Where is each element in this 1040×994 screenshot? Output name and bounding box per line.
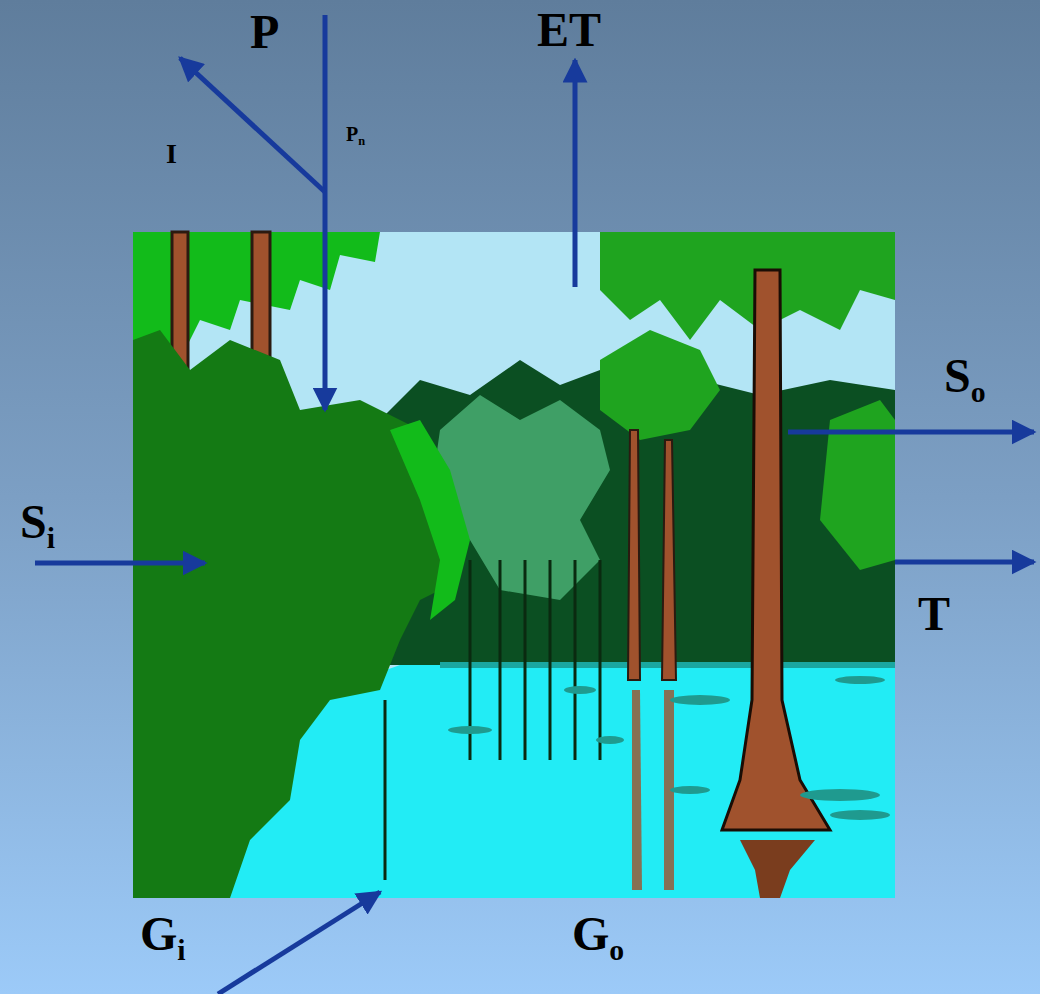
cypress-trunk (662, 440, 676, 680)
canopy (600, 330, 720, 440)
cypress-trunk (722, 270, 830, 830)
tidal-arrow (895, 560, 1034, 565)
flux-label: T (918, 590, 950, 638)
flux-label: Go (572, 910, 624, 965)
trunk-reflection (740, 840, 815, 898)
foreground-foliage (133, 330, 460, 898)
groundwater-inflow-arrow (218, 892, 380, 994)
flux-label: P (250, 8, 279, 56)
lily-pads (448, 676, 890, 820)
thin-trunks (385, 560, 600, 880)
surface-inflow-arrow (35, 561, 205, 566)
precipitation-arrow (323, 15, 328, 410)
subscript: i (177, 933, 185, 966)
flux-label: Pn (346, 124, 365, 148)
canopy (600, 232, 895, 340)
cypress-trunk (628, 430, 640, 680)
interception-arrow (180, 58, 325, 192)
surface-outflow-arrow (788, 430, 1034, 435)
evapotranspiration-arrow (573, 60, 578, 287)
flux-label: So (944, 352, 986, 407)
water (440, 665, 895, 898)
flux-label: Gi (140, 910, 186, 965)
trunk-reflection (632, 690, 642, 890)
subscript: o (609, 933, 624, 966)
canopy (820, 400, 895, 570)
subscript: i (47, 521, 55, 554)
foliage-highlight (390, 420, 470, 620)
flux-label: Si (20, 498, 55, 553)
sky (133, 232, 895, 898)
flux-arrows (35, 15, 1034, 994)
flux-label: ET (537, 6, 601, 54)
subscript: n (358, 134, 365, 148)
flux-label: I (166, 140, 177, 168)
subscript: o (971, 375, 986, 408)
